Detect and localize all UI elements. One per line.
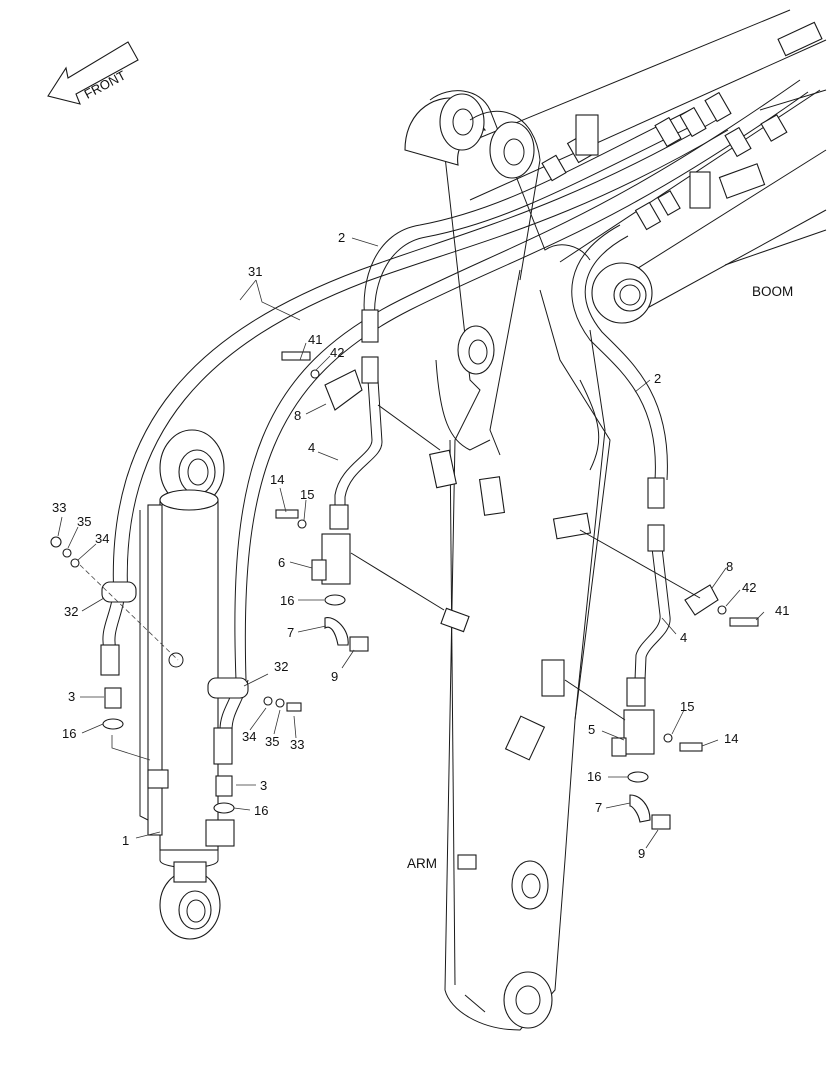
callout-41-left: 41 [308, 332, 322, 347]
hose-31-pair [112, 79, 809, 681]
callout-4-left: 4 [308, 440, 315, 455]
callout-6: 6 [278, 555, 285, 570]
callout-32-center: 32 [274, 659, 288, 674]
callout-15-left: 15 [300, 487, 314, 502]
callout-33-left: 33 [52, 500, 66, 515]
callout-labels: 1 2 2 31 41 42 8 4 14 15 6 16 7 9 33 35 … [52, 230, 789, 861]
callout-1: 1 [122, 833, 129, 848]
valve-assembly-right [564, 477, 759, 830]
arm-structure [404, 90, 611, 1031]
callout-3-center: 3 [260, 778, 267, 793]
callout-34-left: 34 [95, 531, 109, 546]
callout-41-right: 41 [775, 603, 789, 618]
boom-end-fittings [541, 91, 788, 231]
bucket-cylinder [139, 429, 235, 940]
callout-42-right: 42 [742, 580, 756, 595]
callout-42-left: 42 [330, 345, 344, 360]
hose-4-left [334, 379, 383, 525]
callout-4-right: 4 [680, 630, 687, 645]
callout-8-right: 8 [726, 559, 733, 574]
fitting-3-16-center [213, 727, 235, 814]
callout-34-center: 34 [242, 729, 256, 744]
callout-7-right: 7 [595, 800, 602, 815]
valve-assembly-left [275, 309, 445, 652]
callout-14-left: 14 [270, 472, 284, 487]
callout-2-right: 2 [654, 371, 661, 386]
callout-35-left: 35 [77, 514, 91, 529]
callout-8-left: 8 [294, 408, 301, 423]
hose-2-right [571, 224, 668, 481]
callout-15-right: 15 [680, 699, 694, 714]
callout-3-left: 3 [68, 689, 75, 704]
callout-16-left: 16 [62, 726, 76, 741]
callout-16-left-valve: 16 [280, 593, 294, 608]
callout-16-right: 16 [587, 769, 601, 784]
clamp-32-left [50, 536, 184, 668]
callout-16-center: 16 [254, 803, 268, 818]
callout-35-center: 35 [265, 734, 279, 749]
callout-9-right: 9 [638, 846, 645, 861]
callout-32-left: 32 [64, 604, 78, 619]
leader-lines [57, 237, 765, 849]
clamp-32-center [207, 677, 302, 712]
callout-7-left: 7 [287, 625, 294, 640]
callout-14-right: 14 [724, 731, 738, 746]
callout-5: 5 [588, 722, 595, 737]
boom-label: BOOM [752, 284, 793, 299]
callout-2-left: 2 [338, 230, 345, 245]
callout-31: 31 [248, 264, 262, 279]
hose-4-right [634, 547, 671, 681]
fitting-3-16-left [100, 644, 124, 730]
boom-structure [449, 9, 827, 324]
arm-label: ARM [407, 856, 437, 871]
callout-9-left: 9 [331, 669, 338, 684]
front-arrow: FRONT [47, 41, 139, 105]
callout-33-center: 33 [290, 737, 304, 752]
hose-2-left [363, 109, 701, 321]
